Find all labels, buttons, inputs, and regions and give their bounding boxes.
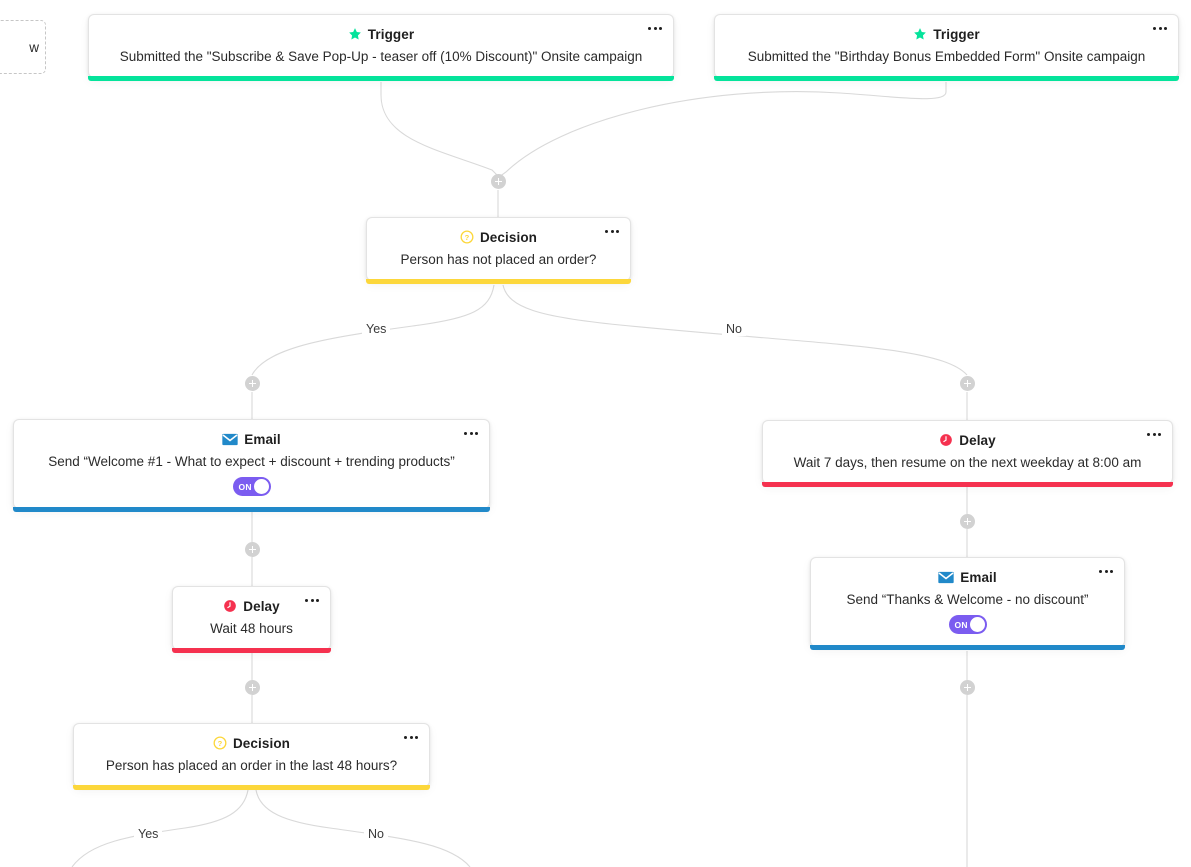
node-trigger-1[interactable]: Trigger Submitted the "Subscribe & Save … (88, 14, 674, 81)
node-header: ? Decision (381, 228, 616, 246)
node-body: Wait 48 hours (210, 621, 293, 636)
add-step-button[interactable] (245, 680, 260, 695)
email-status-toggle[interactable]: ON (948, 615, 987, 634)
toggle-label: ON (954, 619, 968, 630)
toggle-label: ON (238, 481, 252, 492)
placeholder-node: w (0, 20, 46, 74)
envelope-icon (938, 571, 954, 584)
toggle-container: ON (825, 615, 1110, 634)
email-status-toggle[interactable]: ON (232, 477, 271, 496)
clock-icon (223, 599, 237, 613)
node-menu-button[interactable] (1152, 24, 1168, 33)
node-menu-button[interactable] (304, 596, 320, 605)
node-body: Send “Welcome #1 - What to expect + disc… (48, 454, 455, 469)
node-decision-1[interactable]: ? Decision Person has not placed an orde… (366, 217, 631, 284)
add-step-button[interactable] (245, 376, 260, 391)
node-menu-button[interactable] (1146, 430, 1162, 439)
add-step-button[interactable] (960, 376, 975, 391)
node-title: Delay (243, 598, 280, 614)
toggle-container: ON (28, 477, 475, 496)
add-step-button[interactable] (491, 174, 506, 189)
branch-label-no: No (364, 827, 388, 841)
node-header: Trigger (729, 25, 1164, 43)
node-title: Decision (479, 229, 538, 245)
node-body: Send “Thanks & Welcome - no discount” (846, 592, 1089, 607)
add-step-button[interactable] (960, 680, 975, 695)
add-step-button[interactable] (245, 542, 260, 557)
node-email-1[interactable]: Email Send “Welcome #1 - What to expect … (13, 419, 490, 512)
node-body: Submitted the "Subscribe & Save Pop-Up -… (119, 49, 643, 64)
node-body: Wait 7 days, then resume on the next wee… (793, 455, 1142, 470)
branch-label-no: No (722, 322, 746, 336)
node-body: Person has placed an order in the last 4… (105, 758, 398, 773)
node-header: ? Decision (88, 734, 415, 752)
question-circle-icon: ? (460, 230, 474, 244)
node-menu-button[interactable] (463, 429, 479, 438)
add-step-button[interactable] (960, 514, 975, 529)
node-decision-2[interactable]: ? Decision Person has placed an order in… (73, 723, 430, 790)
branch-label-yes: Yes (362, 322, 391, 336)
star-icon (348, 27, 362, 41)
node-trigger-2[interactable]: Trigger Submitted the "Birthday Bonus Em… (714, 14, 1179, 81)
node-title: Email (244, 431, 281, 447)
placeholder-node-label: w (29, 39, 39, 55)
toggle-knob (253, 479, 269, 494)
node-title: Trigger (933, 26, 980, 42)
node-header: Email (28, 430, 475, 448)
question-circle-icon: ? (213, 736, 227, 750)
envelope-icon (222, 433, 238, 446)
clock-icon (939, 433, 953, 447)
node-header: Delay (777, 431, 1158, 449)
branch-label-yes: Yes (134, 827, 163, 841)
svg-text:?: ? (218, 739, 223, 748)
node-title: Trigger (367, 26, 415, 42)
node-title: Delay (959, 432, 996, 448)
node-delay-2[interactable]: Delay Wait 48 hours (172, 586, 331, 653)
node-body: Person has not placed an order? (400, 252, 597, 267)
node-header: Delay (187, 597, 316, 615)
node-header: Trigger (103, 25, 659, 43)
node-title: Email (960, 569, 997, 585)
node-title: Decision (232, 735, 291, 751)
toggle-knob (969, 617, 985, 632)
node-menu-button[interactable] (403, 733, 419, 742)
node-menu-button[interactable] (1098, 567, 1114, 576)
node-email-2[interactable]: Email Send “Thanks & Welcome - no discou… (810, 557, 1125, 650)
node-body: Submitted the "Birthday Bonus Embedded F… (747, 49, 1146, 64)
node-menu-button[interactable] (647, 24, 663, 33)
svg-text:?: ? (465, 233, 470, 242)
node-menu-button[interactable] (604, 227, 620, 236)
node-delay-1[interactable]: Delay Wait 7 days, then resume on the ne… (762, 420, 1173, 487)
star-icon (913, 27, 927, 41)
node-header: Email (825, 568, 1110, 586)
